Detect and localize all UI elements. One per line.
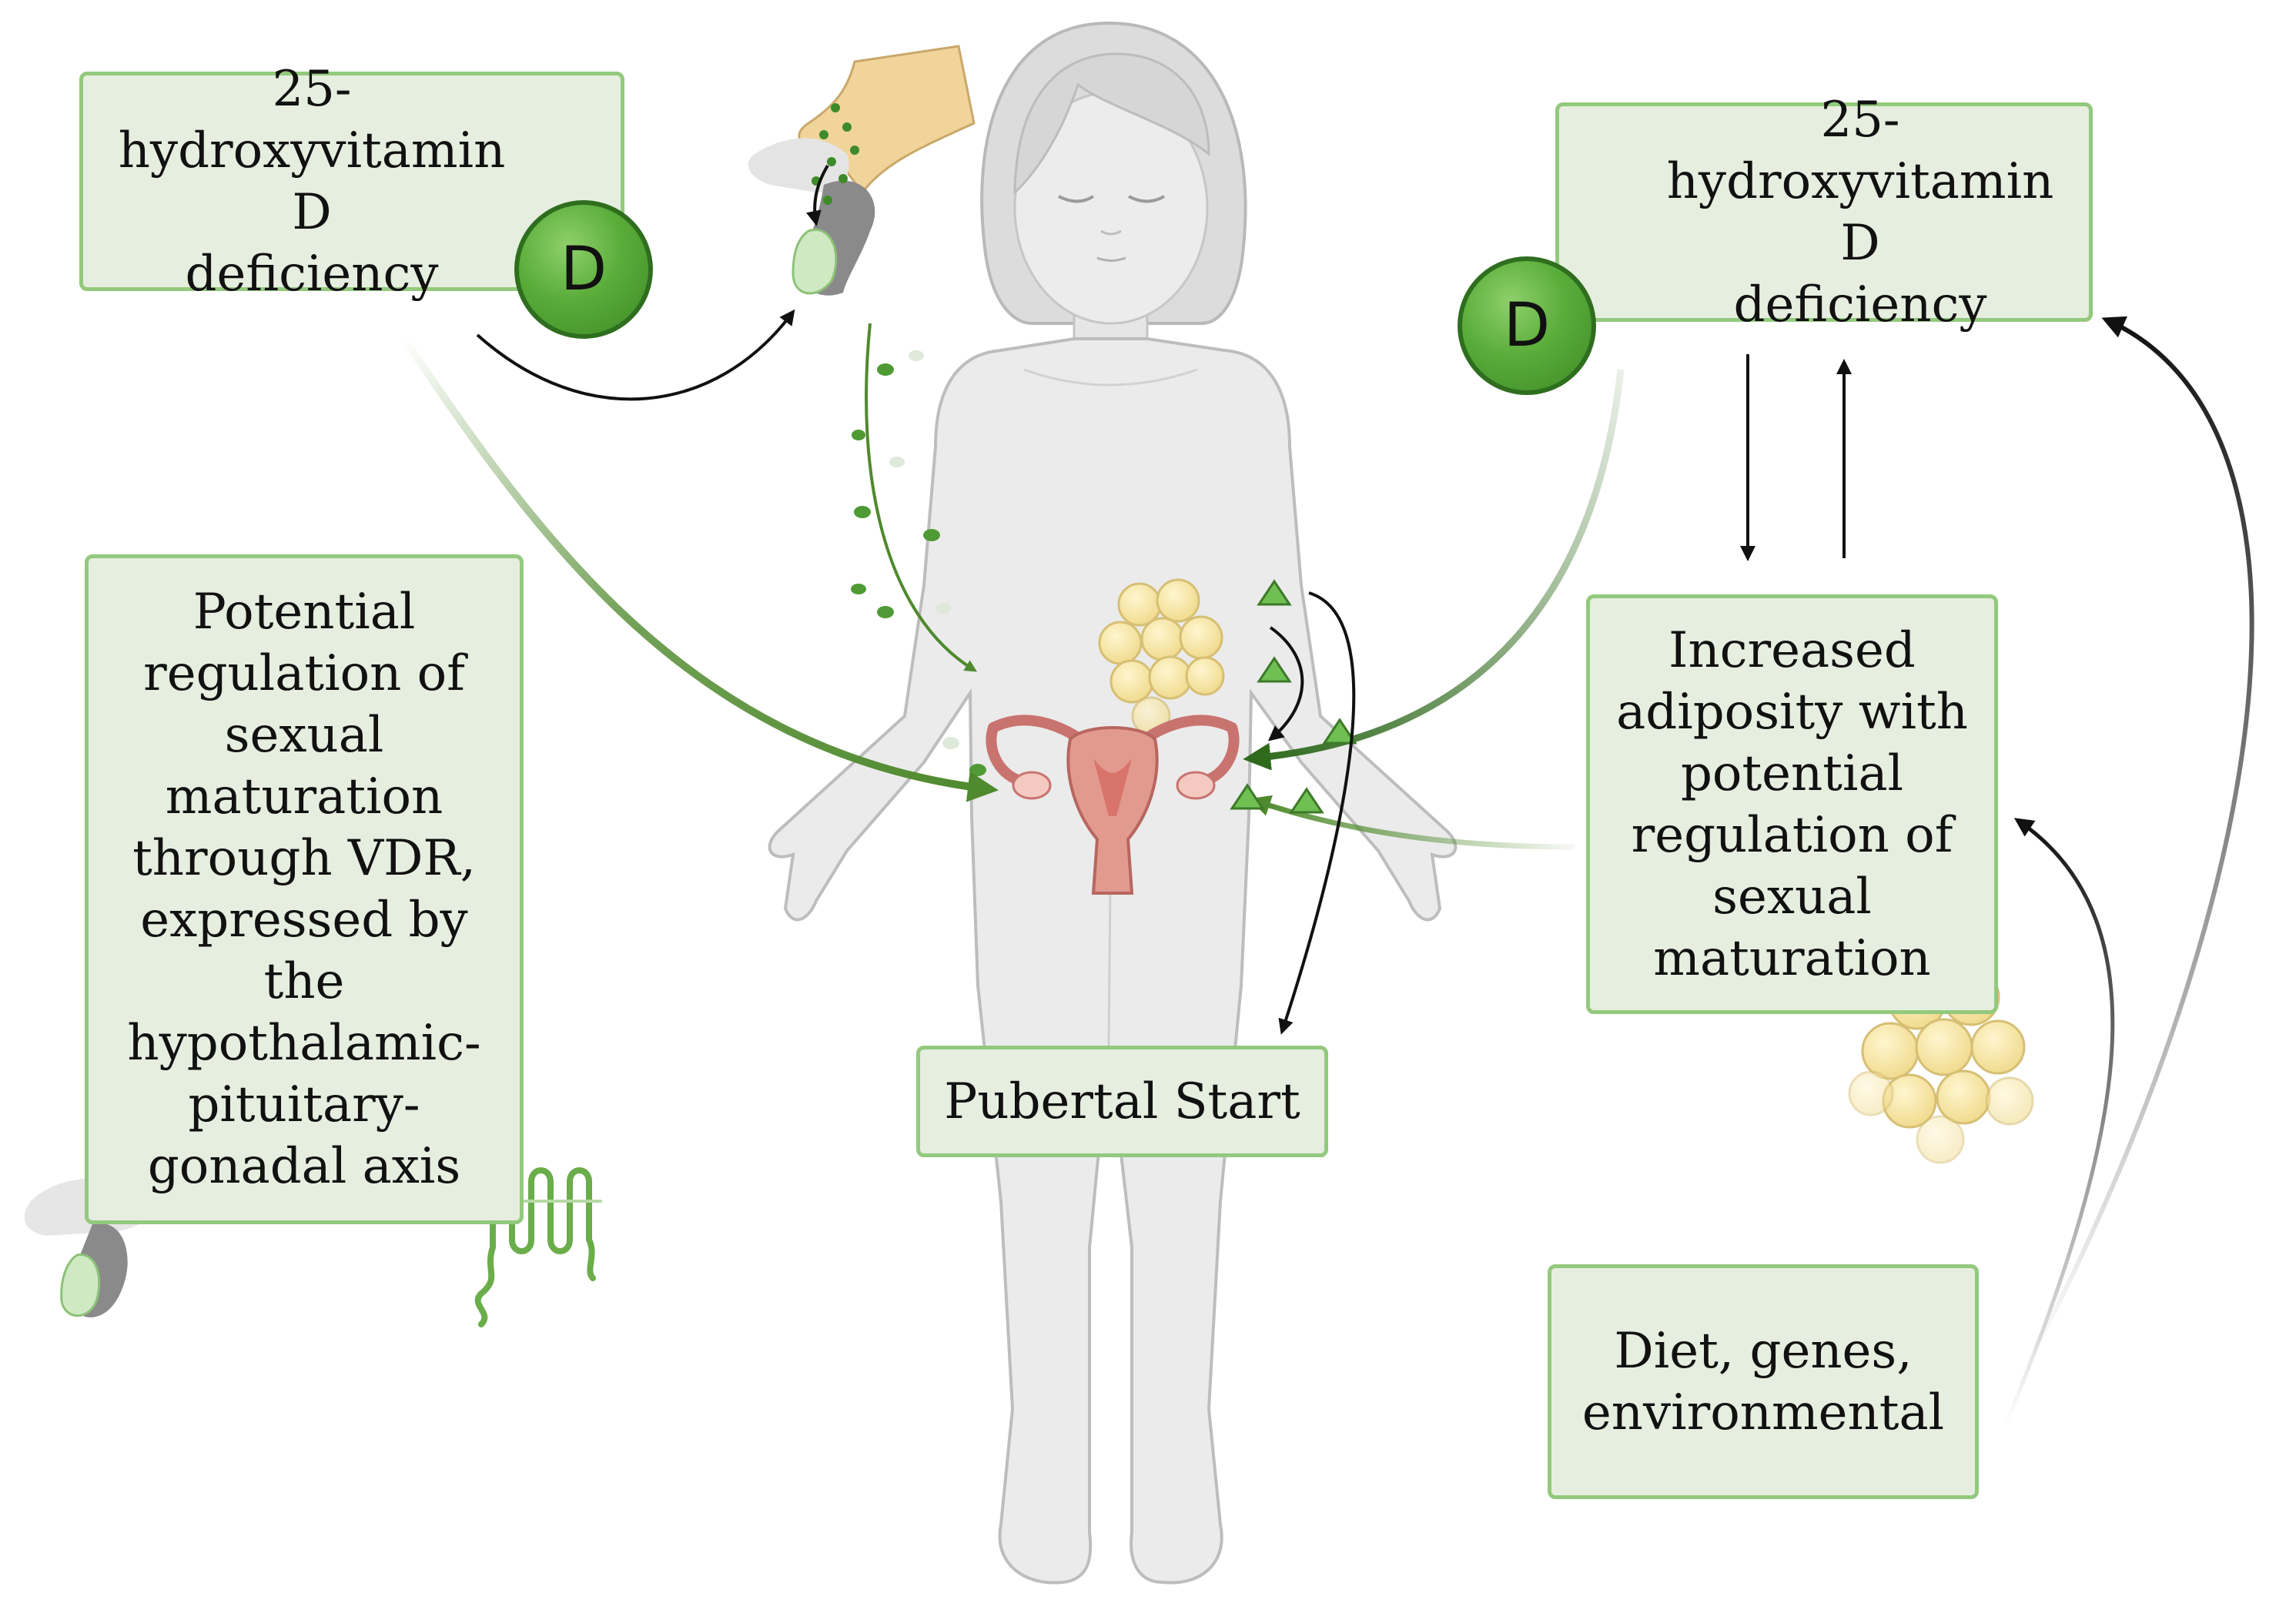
hypothalamus-pituitary-icon bbox=[748, 45, 976, 296]
hormone-dots bbox=[851, 350, 986, 776]
factors-box: Diet, genes, environmental bbox=[1548, 1264, 1979, 1499]
pubertal-start-label: Pubertal Start bbox=[944, 1073, 1300, 1130]
vitd-deficiency-box-right: 25- hydroxyvitamin D deficiency bbox=[1555, 92, 2093, 333]
uterus-ovaries-icon bbox=[986, 715, 1240, 895]
factors-label: Diet, genes, environmental bbox=[1581, 1322, 1945, 1441]
hormone-triangles bbox=[1230, 579, 1357, 814]
vitamin-d-letter-left: D bbox=[560, 235, 607, 304]
vdr-regulation-label: Potential regulation of sexual maturatio… bbox=[127, 584, 481, 1195]
vitamin-d-badge-left: D bbox=[514, 200, 653, 339]
vitd-deficiency-label-right: 25- hydroxyvitamin D deficiency bbox=[1666, 91, 2054, 333]
child-body-icon bbox=[768, 21, 1458, 1585]
adiposity-box: Increased adiposity with potential regul… bbox=[1586, 594, 1998, 1014]
vdr-regulation-box: Potential regulation of sexual maturatio… bbox=[85, 554, 524, 1224]
adiposity-label: Increased adiposity with potential regul… bbox=[1616, 621, 1968, 987]
vitamin-d-letter-right: D bbox=[1503, 291, 1551, 360]
vitamin-d-badge-right: D bbox=[1458, 256, 1596, 395]
pubertal-start-box: Pubertal Start bbox=[916, 1046, 1328, 1157]
vitd-deficiency-label-left: 25- hydroxyvitamin D deficiency bbox=[118, 60, 506, 303]
